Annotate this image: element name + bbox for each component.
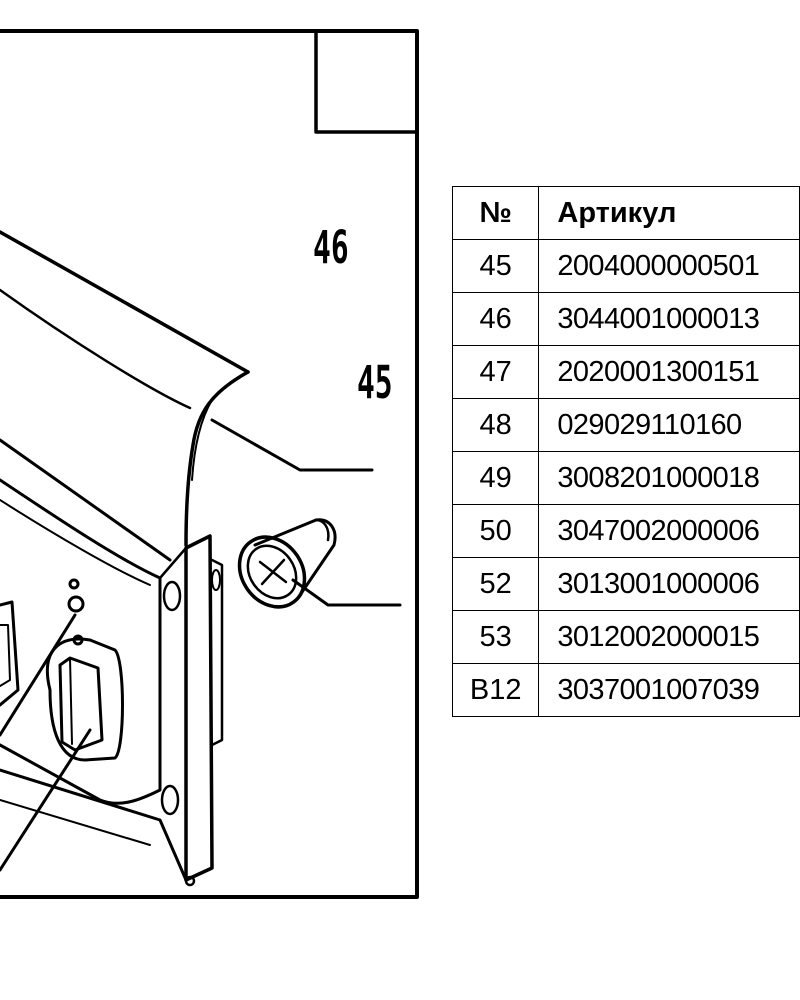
row-article: 3047002000006 [538,504,800,558]
callout-46: 46 [313,221,349,274]
toggle-switch [58,656,104,752]
leader-line-a [0,613,77,737]
cover-curve-outer [184,370,250,547]
header-article: Артикул [538,186,800,240]
callout-45: 45 [357,356,393,409]
row-article: 3044001000013 [538,292,800,346]
table-row: 52 3013001000006 [451,557,800,611]
cover-top-edge [0,230,250,374]
table-row: 46 3044001000013 [451,292,800,346]
cover-diagonal [0,438,172,562]
row-article: 3008201000018 [538,451,800,505]
row-number: 52 [451,557,540,611]
table-row: B12 3037001007039 [451,663,800,717]
row-article: 2020001300151 [538,345,800,399]
cover-curve-inner [0,288,192,410]
row-article: 029029110160 [538,398,800,452]
row-number: 46 [451,292,540,346]
row-number: 49 [451,451,540,505]
parts-table: № Артикул 45 2004000000501 46 3044001000… [451,186,800,717]
drawing-frame [0,29,419,899]
table-row: 45 2004000000501 [451,239,800,293]
table-header-row: № Артикул [451,186,800,240]
knob-part [237,518,337,609]
side-post [184,534,214,882]
table-row: 47 2020001300151 [451,345,800,399]
leader-line-46 [210,418,374,472]
left-socket [0,600,20,707]
row-number: 45 [451,239,540,293]
row-article: 3012002000015 [538,610,800,664]
row-number: 47 [451,345,540,399]
row-number: 53 [451,610,540,664]
table-row: 49 3008201000018 [451,451,800,505]
sheet-label-box [314,29,419,134]
table-row: 48 029029110160 [451,398,800,452]
table-row: 53 3012002000015 [451,610,800,664]
front-panel-outline [0,478,162,805]
rear-socket [45,637,124,762]
row-article: 2004000000501 [538,239,800,293]
leader-line-b [0,728,92,872]
table-row: 50 3047002000006 [451,504,800,558]
row-article: 3037001007039 [538,663,800,717]
row-number: 48 [451,398,540,452]
header-number: № [451,186,540,240]
row-number: B12 [451,663,540,717]
row-number: 50 [451,504,540,558]
row-article: 3013001000006 [538,557,800,611]
